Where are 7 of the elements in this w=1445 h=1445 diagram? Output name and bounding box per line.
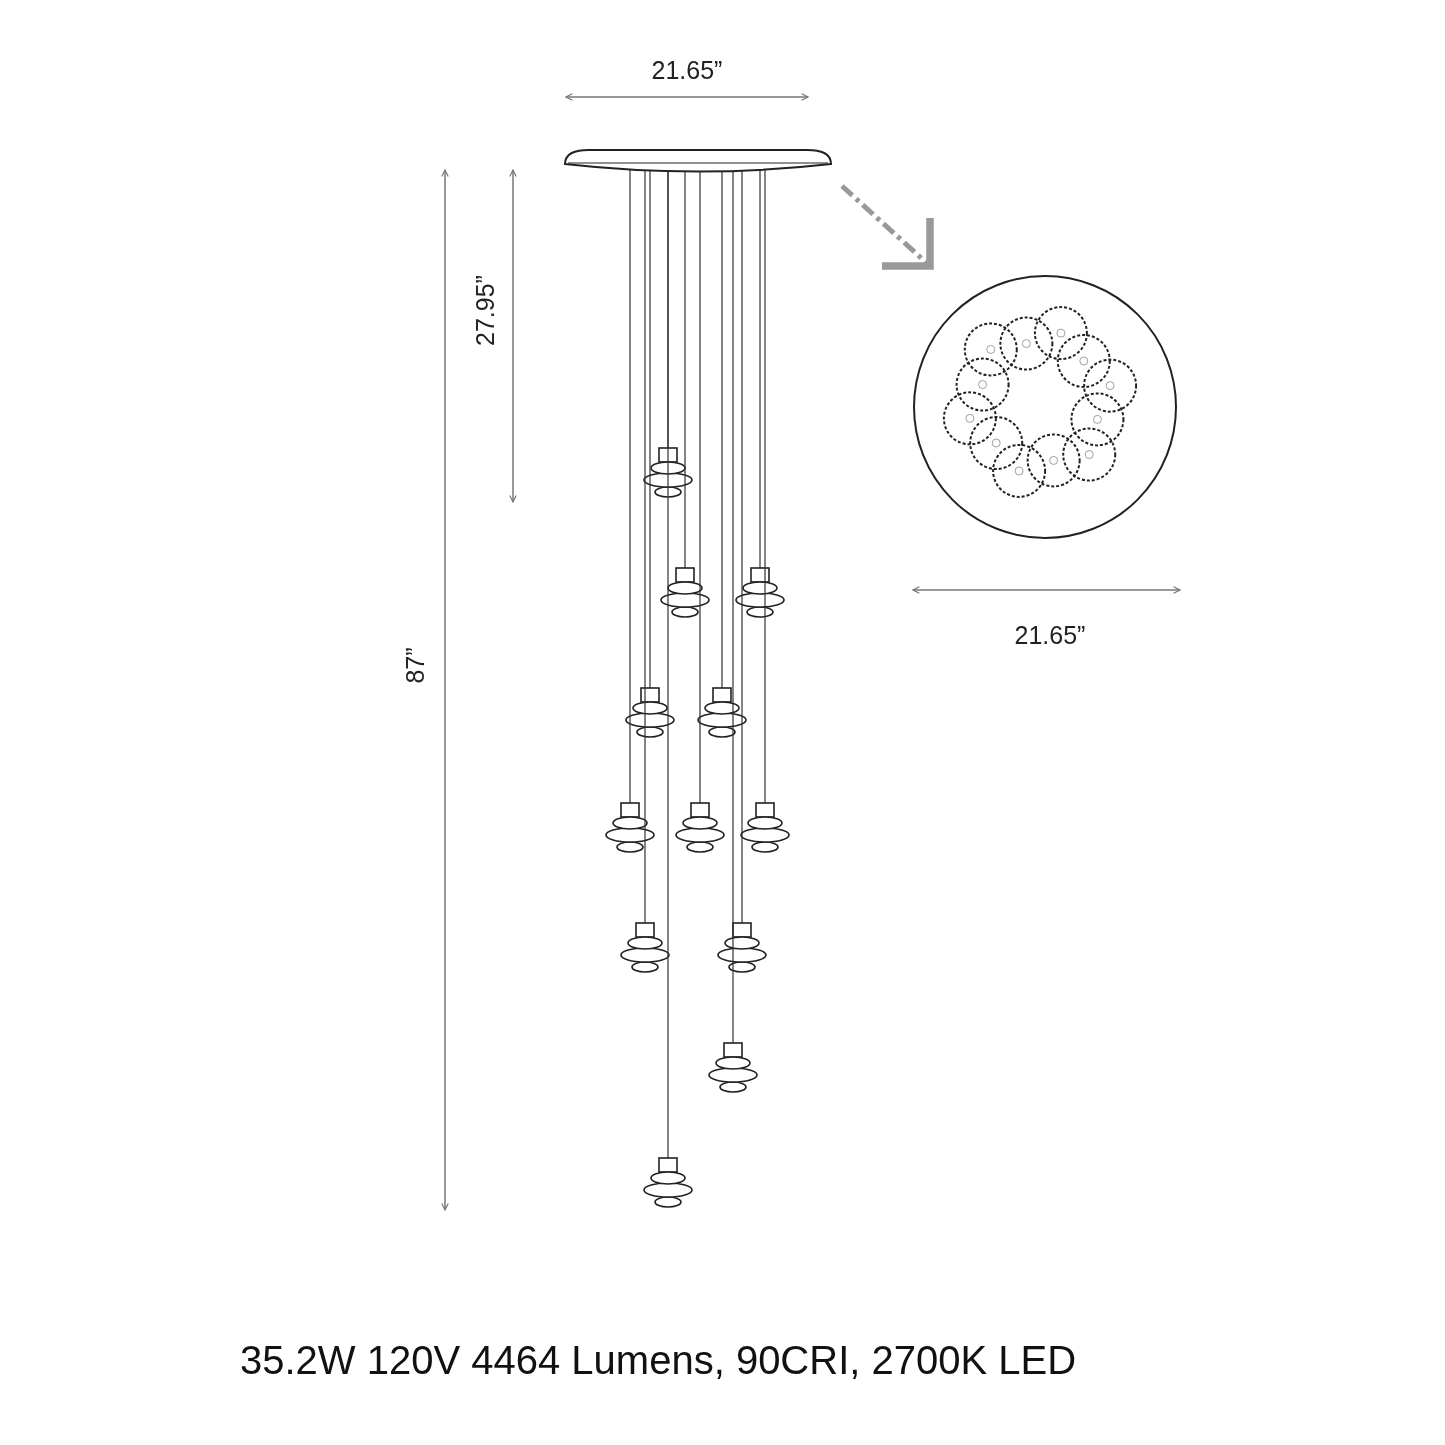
canopy-detail-view bbox=[912, 274, 1178, 540]
dimension-label: 87” bbox=[402, 646, 428, 684]
dimension-label: 27.95” bbox=[472, 274, 498, 346]
dimension-label: 21.65” bbox=[1014, 622, 1086, 648]
dimension-label: 21.65” bbox=[651, 57, 723, 83]
caption: 35.2W 120V 4464 Lumens, 90CRI, 2700K LED bbox=[240, 1338, 1077, 1383]
arrow bbox=[840, 184, 934, 270]
